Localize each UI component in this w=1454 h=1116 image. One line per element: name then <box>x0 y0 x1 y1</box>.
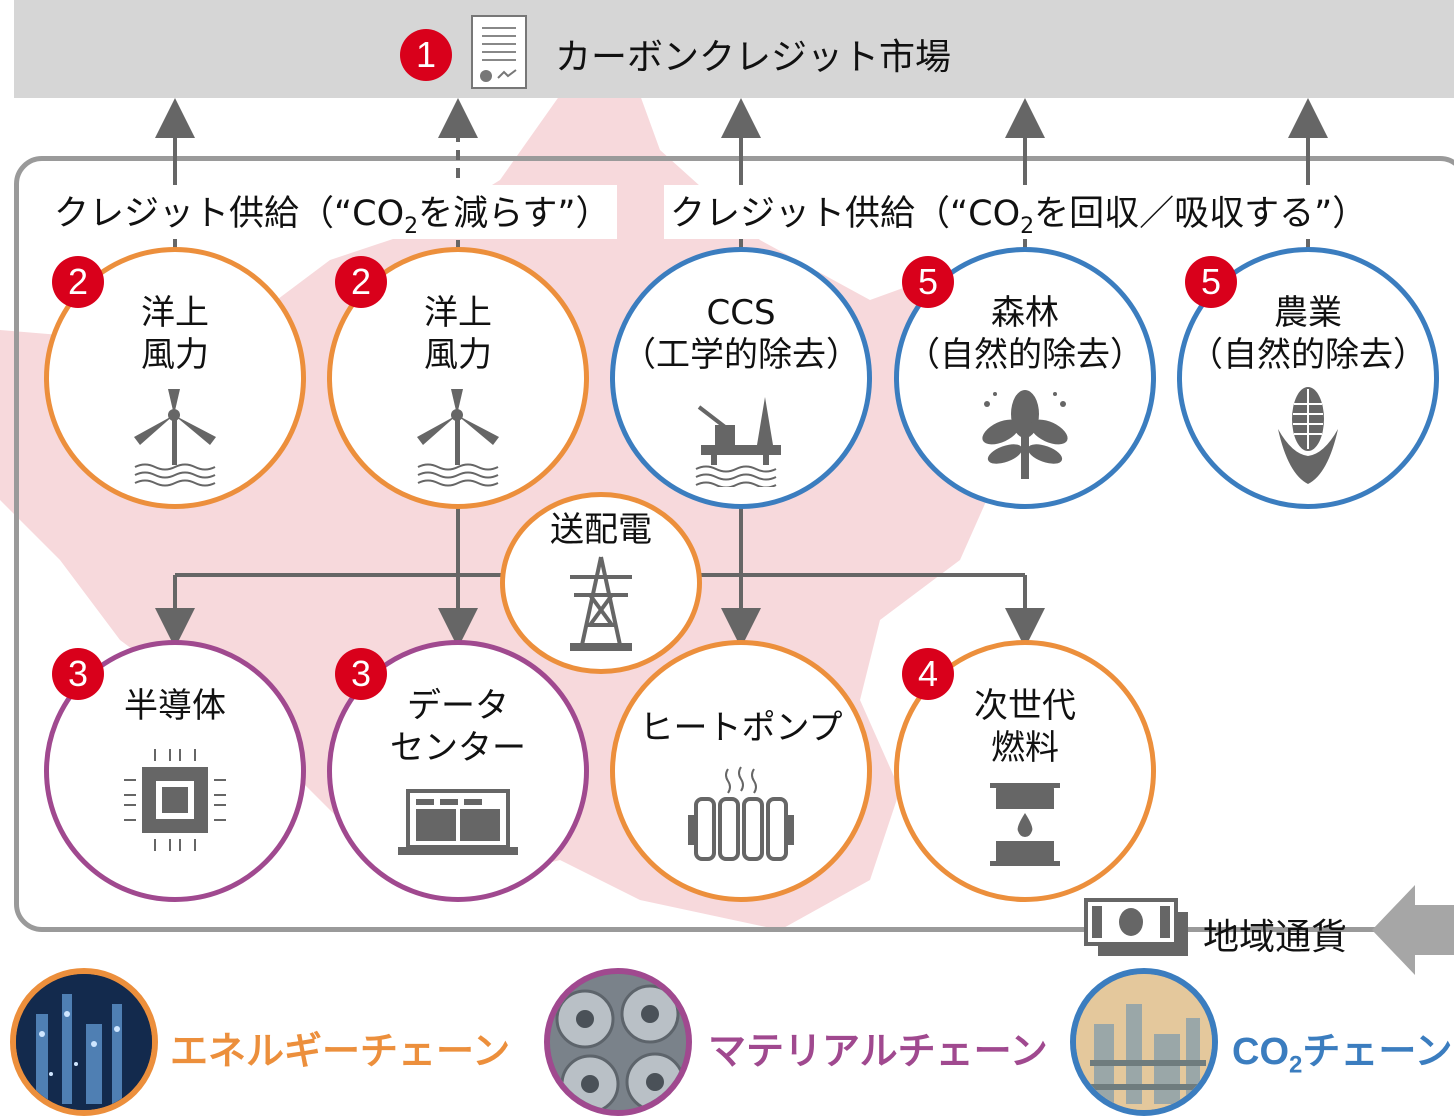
node-label-line1: データ <box>407 686 509 726</box>
data-center-badge: 3 <box>335 648 387 700</box>
certificate-icon <box>471 15 527 89</box>
node-label-line2: 風力 <box>424 335 492 375</box>
wind-turbine-icon <box>134 389 216 487</box>
forest-badge: 5 <box>902 256 954 308</box>
wind-turbine-icon <box>417 389 499 487</box>
co2-chain-label: CO2チェーン <box>1232 1031 1453 1079</box>
node-label-line2: 燃料 <box>991 728 1059 768</box>
node-label-line1: 森林 <box>991 293 1059 333</box>
supply-reduce-label: クレジット供給（“CO2を減らす”） <box>48 185 617 239</box>
node-label-line1: ヒートポンプ <box>639 708 843 748</box>
industrial-plant-image <box>1076 974 1212 1110</box>
node-label-line1: 洋上 <box>424 293 492 333</box>
wind2-badge: 2 <box>335 256 387 308</box>
market-title: カーボンクレジット市場 <box>555 37 952 78</box>
tree-icon <box>982 390 1068 479</box>
node-label-line2: センター <box>390 728 526 768</box>
offshore-wind-node-1: 洋上 風力 <box>44 247 306 509</box>
node-label-line2: （自然的除去） <box>1189 335 1427 375</box>
co2-chain-photo <box>1070 968 1218 1116</box>
node-label-line1: 送配電 <box>550 510 652 550</box>
material-chain-photo <box>544 968 692 1116</box>
next-gen-fuel-badge: 4 <box>902 648 954 700</box>
agriculture-badge: 5 <box>1185 256 1237 308</box>
banknote-icon <box>1084 898 1188 956</box>
market-badge: 1 <box>400 29 452 81</box>
region-frame <box>14 156 1454 932</box>
material-chain-label: マテリアルチェーン <box>708 1031 1048 1073</box>
node-label-line1: CCS <box>706 293 776 333</box>
node-label-line2: （自然的除去） <box>906 335 1144 375</box>
energy-chain-label: エネルギーチェーン <box>170 1031 511 1073</box>
power-tower-icon <box>570 556 632 651</box>
node-label-line1: 半導体 <box>124 686 226 726</box>
fuel-barrel-icon <box>990 783 1060 866</box>
ccs-node: CCS （工学的除去） <box>610 247 872 509</box>
node-label-line2: （工学的除去） <box>622 335 860 375</box>
heat-pump-node: ヒートポンプ <box>610 640 872 902</box>
energy-chain-photo <box>10 968 158 1116</box>
node-label-line1: 農業 <box>1274 293 1342 333</box>
local-currency-label: 地域通貨 <box>1203 917 1348 958</box>
radiator-icon <box>688 766 794 861</box>
steel-coils-image <box>550 974 686 1110</box>
carbon-credit-market-bar <box>14 0 1454 98</box>
server-rack-icon <box>398 789 518 855</box>
node-label-line1: 次世代 <box>974 686 1076 726</box>
node-label-line2: 風力 <box>141 335 209 375</box>
corn-icon <box>1278 387 1338 484</box>
node-label-line1: 洋上 <box>141 293 209 333</box>
wind1-badge: 2 <box>52 256 104 308</box>
offshore-rig-icon <box>695 397 781 487</box>
supply-remove-label: クレジット供給（“CO2を回収／吸収する”） <box>664 185 1374 239</box>
refinery-night-image <box>16 974 152 1110</box>
semiconductor-badge: 3 <box>52 648 104 700</box>
chip-icon <box>124 749 226 851</box>
grid-node: 送配電 <box>500 492 702 674</box>
